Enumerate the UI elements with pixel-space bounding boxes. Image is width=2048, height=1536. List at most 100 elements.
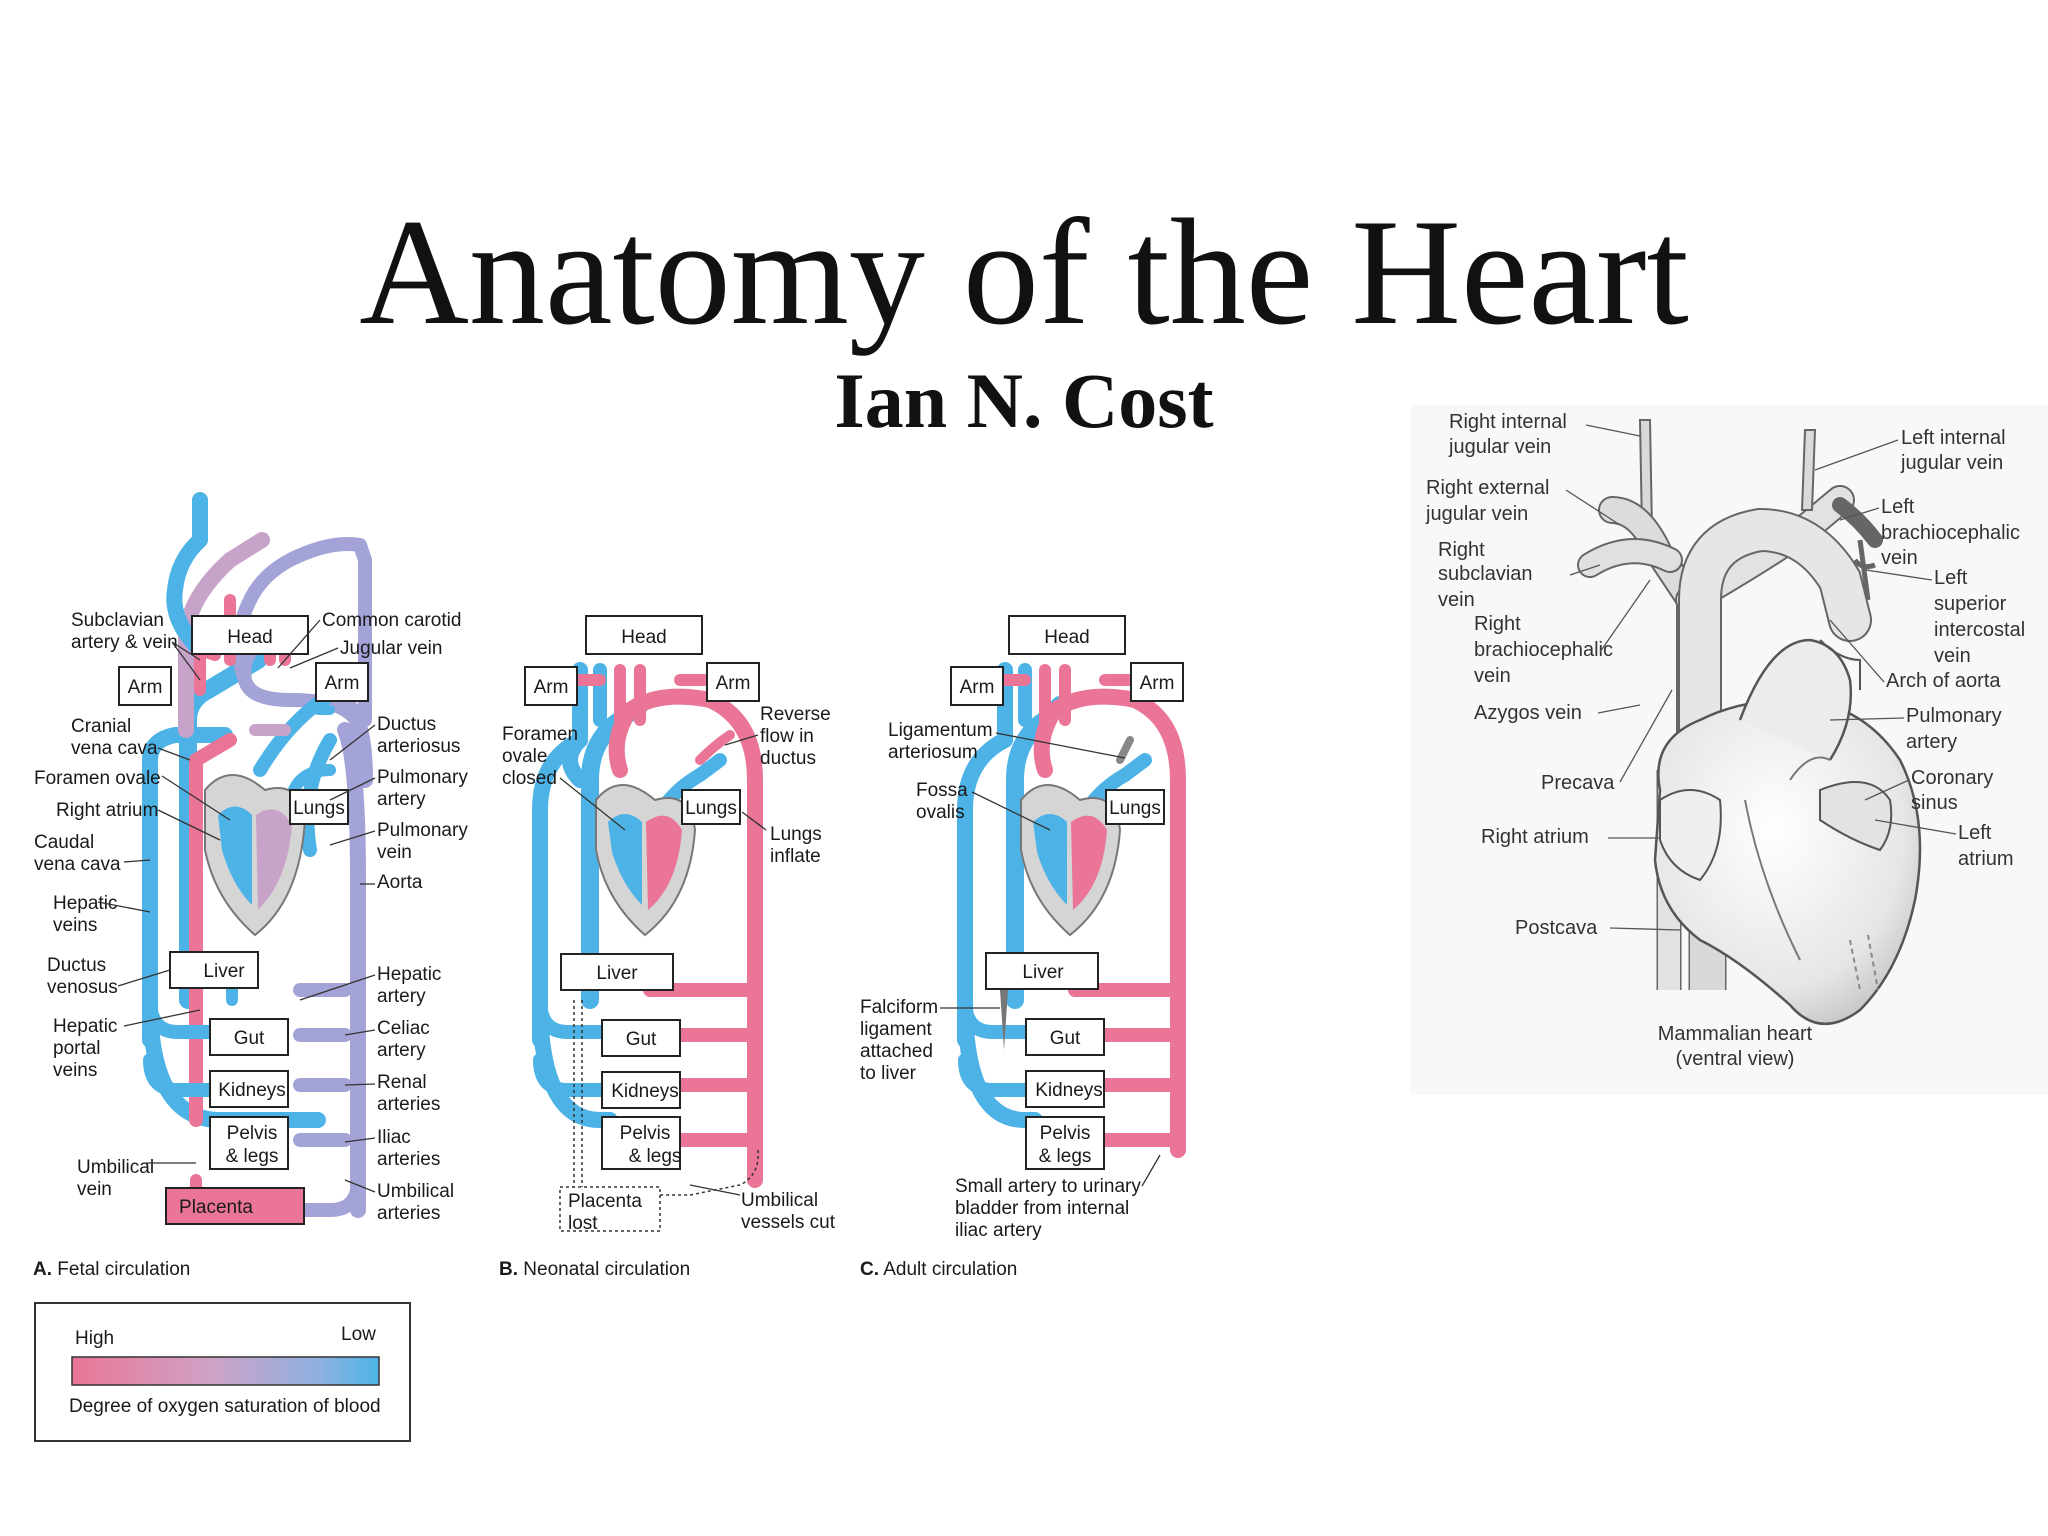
label-left-superior-intercostal-4: vein [1934,645,1971,667]
label-right-subclavian-3: vein [1438,589,1475,611]
label-caudal: Caudal [34,832,94,853]
adult-circulation-diagram: Head Arm Arm Lungs Liver Gut Kidneys Pel… [860,615,1186,1280]
fetal-circulation-diagram: Head Arm Arm Lungs Liver Gut Kidneys Pel… [33,492,468,1280]
label-hepatic-artery: Hepatic [377,964,441,985]
label-arch-of-aorta: Arch of aorta [1886,670,2001,692]
label-pulmonary-artery: Pulmonary [377,767,468,788]
heart-caption-2: (ventral view) [1676,1048,1795,1070]
label-right-internal-jugular-2: jugular vein [1448,436,1551,458]
legend-high-label: High [75,1328,114,1349]
label-hepatic-portal: Hepatic [53,1016,117,1037]
label-left-atrium: Left [1958,822,1992,844]
label-foramen-closed-3: closed [502,768,557,789]
kidneys-box [209,1070,289,1108]
placenta-lost-box [559,1186,661,1232]
caption-neonatal-text: Neonatal circulation [523,1259,690,1280]
label-small-artery-3: iliac artery [955,1220,1042,1241]
adult-labels: Ligamentum arteriosum Fossa ovalis Falci… [860,720,1141,1241]
label-left-atrium-2: atrium [1958,848,2014,870]
neonatal-arm-right-box [706,662,760,702]
label-left-internal-jugular-2: jugular vein [1900,452,2003,474]
caption-adult-letter: C. [860,1259,879,1280]
label-pulmonary-artery-2: artery [377,789,426,810]
neonatal-heart [595,784,697,937]
adult-arm-left-box [950,666,1004,706]
label-renal-arteries: Renal [377,1072,427,1093]
heart-caption: Mammalian heart [1658,1023,1813,1045]
neonatal-head-box [585,615,703,655]
oxygen-saturation-legend: High Low Degree of oxygen saturation of … [34,1302,411,1442]
label-falciform-2: ligament [860,1019,933,1040]
neonatal-pelvis-label: Pelvis [620,1123,671,1144]
placenta-lost-label-2: lost [568,1213,598,1234]
pelvis-box [209,1116,289,1170]
neonatal-kidneys-box [601,1071,681,1109]
label-ligamentum-2: arteriosum [888,742,978,763]
fetal-labels: Subclavian artery & vein Cranial vena ca… [34,610,468,1224]
mammalian-heart-figure: Right internal jugular vein Right extern… [1410,405,2048,1095]
adult-arm-right-box [1130,662,1184,702]
label-ligamentum: Ligamentum [888,720,993,741]
arm-right-box [315,662,369,702]
neonatal-kidneys-label: Kidneys [611,1081,679,1102]
fetal-heart-right-side [218,806,252,905]
label-postcava: Postcava [1515,917,1598,939]
neonatal-lungs-box [681,789,741,825]
label-hepatic-veins-2: veins [53,915,97,936]
caption-fetal: A. Fetal circulation [33,1259,190,1280]
label-umbilical-vein-2: vein [77,1179,112,1200]
label-lungs-inflate-2: inflate [770,846,821,867]
pelvis-legs-label: & legs [226,1146,279,1167]
arm-left-box [118,666,172,706]
label-left-internal-jugular: Left internal [1901,427,2006,449]
adult-pelvis-box [1025,1116,1105,1170]
neonatal-pelvis-box [601,1116,681,1170]
label-falciform-4: to liver [860,1063,917,1084]
label-left-brachiocephalic-2: brachiocephalic [1881,522,2020,544]
umbilical-artery-vessel [263,1173,365,1217]
neonatal-pelvis-legs-label: & legs [629,1146,682,1167]
label-umbilical-cut-2: vessels cut [741,1212,836,1233]
label-right-subclavian-2: subclavian [1438,563,1533,585]
neonatal-arm-right-label: Arm [716,673,751,694]
label-cranial-2: vena cava [71,738,158,759]
label-right-external-jugular-2: jugular vein [1425,503,1528,525]
caption-fetal-text: Fetal circulation [57,1259,190,1280]
label-left-superior-intercostal: Left [1934,567,1968,589]
placenta-box [165,1187,305,1225]
label-fossa-ovalis-2: ovalis [916,802,965,823]
neonatal-liver-label: Liver [596,963,638,984]
label-fossa-ovalis: Fossa [916,780,968,801]
label-hepatic-portal-3: veins [53,1060,97,1081]
label-ductus-arteriosus: Ductus [377,714,436,735]
hepatic-vein-vessel [142,727,233,1048]
label-hepatic-veins: Hepatic [53,893,117,914]
adult-gut-label: Gut [1050,1028,1081,1049]
arm-right-label: Arm [325,673,360,694]
neonatal-circulation-diagram: Head Arm Arm Lungs Liver Gut Kidneys Pel… [499,615,836,1280]
lungs-box [289,789,349,825]
gut-label: Gut [234,1028,265,1049]
label-falciform-3: attached [860,1041,933,1062]
caption-adult-text: Adult circulation [883,1259,1017,1280]
caption-adult: C. Adult circulation [860,1259,1017,1280]
label-coronary-sinus-2: sinus [1911,792,1958,814]
adult-lungs-label: Lungs [1109,798,1161,819]
label-ductus-venosus-2: venosus [47,977,118,998]
label-umbilical-arteries-2: arteries [377,1203,440,1224]
label-aorta: Aorta [377,872,423,893]
neonatal-labels: Foramen ovale closed Reverse flow in duc… [502,704,836,1233]
kidneys-label: Kidneys [218,1080,286,1101]
label-subclavian: Subclavian [71,610,164,631]
adult-arm-right-label: Arm [1140,673,1175,694]
label-right-brachiocephalic: Right [1474,613,1521,635]
pelvis-vein-vessel [143,1053,217,1097]
neonatal-liver-box [560,953,674,991]
label-ductus-arteriosus-2: arteriosus [377,736,460,757]
arm-left-label: Arm [128,677,163,698]
heart-body [1653,698,1922,1025]
label-celiac-artery-2: artery [377,1040,426,1061]
adult-aorta-vessel [1033,688,1186,1158]
neonatal-lungs-label: Lungs [685,798,737,819]
